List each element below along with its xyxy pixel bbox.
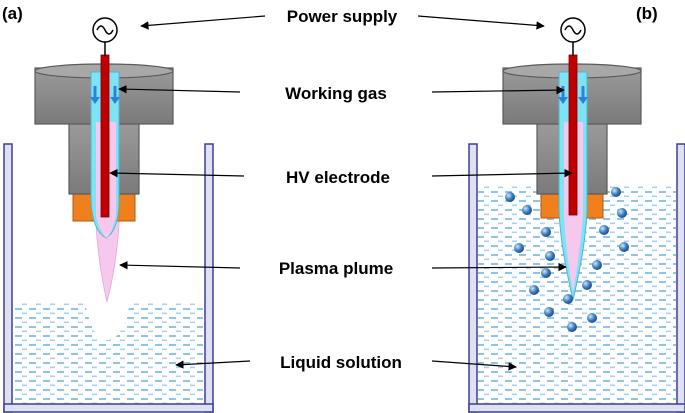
gas-bubbles bbox=[505, 187, 629, 332]
panel-b: (b) bbox=[468, 4, 685, 413]
label-power-supply: Power supply bbox=[287, 7, 398, 26]
nozzle-a bbox=[34, 54, 174, 239]
label-working-gas: Working gas bbox=[285, 84, 387, 103]
gas-flow-arrow-icon bbox=[90, 86, 120, 104]
panel-a-label: (a) bbox=[2, 4, 23, 23]
beaker-a bbox=[3, 143, 214, 413]
nozzle-b bbox=[502, 54, 642, 301]
panel-a: (a) bbox=[2, 4, 214, 413]
power-supply-icon-a bbox=[92, 17, 118, 56]
label-liquid-solution: Liquid solution bbox=[280, 353, 402, 372]
label-hv-electrode: HV electrode bbox=[286, 168, 390, 187]
power-supply-icon-b bbox=[560, 17, 586, 56]
center-labels: Power supply Working gas HV electrode Pl… bbox=[279, 7, 402, 372]
beaker-b bbox=[468, 143, 685, 413]
liquid-solution-a bbox=[13, 302, 203, 404]
panel-b-label: (b) bbox=[636, 4, 658, 23]
callout-arrows bbox=[109, 15, 573, 371]
label-plasma-plume: Plasma plume bbox=[279, 259, 393, 278]
